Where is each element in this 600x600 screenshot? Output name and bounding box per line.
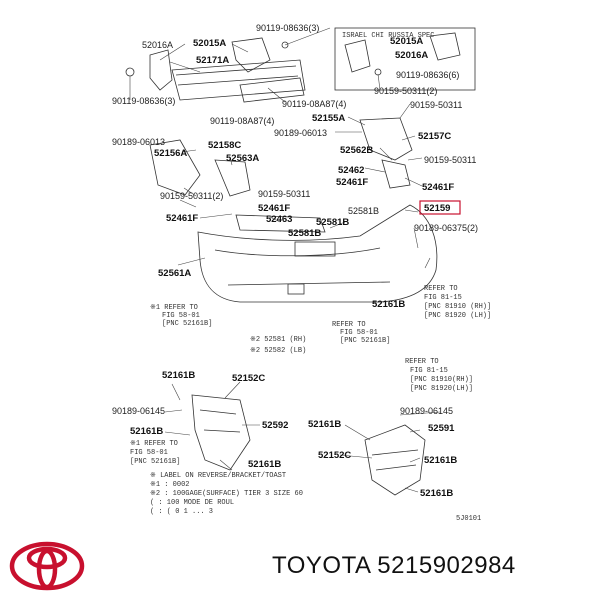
refer-note-3-line2: FIG 58-01: [340, 329, 378, 337]
label-52563a: 52563A: [226, 153, 259, 164]
label-52016a-inset: 52016A: [395, 50, 428, 61]
legend-line-4: ( : 100 MODE DE ROUL: [150, 499, 234, 507]
part-labels: 52016A 52015A 90119-08636(3) ISRAEL CHI …: [112, 23, 481, 523]
label-52158c: 52158C: [208, 140, 241, 151]
refer-note-1-line2: FIG 58-01: [162, 312, 200, 320]
lower-left-bracket-drawing: [191, 394, 251, 471]
label-52461f-b: 52461F: [422, 182, 454, 193]
label-90159-50311-d: 90159-50311(2): [160, 191, 223, 201]
refer-note-4-line1: ※1 REFER TO: [130, 440, 178, 448]
legend-line-2: ※1 : 0002: [150, 481, 189, 489]
label-90119-08636-6: 90119-08636(6): [396, 70, 459, 80]
refer-note-1-line1: ※1 REFER TO: [150, 304, 198, 312]
label-90119-08a87-4: 90119-08A87(4): [282, 99, 346, 109]
label-52152c-b: 52152C: [318, 450, 351, 461]
label-90119-08636-3-left: 90119-08636(3): [112, 96, 175, 106]
label-figure-id: 5J0101: [456, 515, 481, 523]
label-90119-08a87-4-b: 90119-08A87(4): [210, 116, 274, 126]
refer-note-3-line1: REFER TO: [332, 321, 366, 329]
label-52161b-g: 52161B: [130, 426, 163, 437]
label-90159-50311-a: 90159-50311: [410, 100, 462, 110]
label-90189-06375-2: 90189-06375(2): [414, 223, 478, 233]
label-52159-highlighted: 52159: [424, 203, 450, 214]
label-52461f-d: 52461F: [166, 213, 198, 224]
side-retainer-drawing: [149, 117, 413, 197]
label-52461f-a: 52461F: [336, 177, 368, 188]
label-90159-50311-2: 90159-50311(2): [374, 86, 437, 96]
label-52591: 52591: [428, 423, 455, 434]
label-52171a: 52171A: [196, 55, 229, 66]
label-52161b-a: 52161B: [372, 299, 405, 310]
label-90189-06013: 90189-06013: [274, 128, 327, 138]
lower-right-bracket-drawing: [364, 424, 426, 496]
label-52581b-a: 52581B: [348, 206, 379, 216]
toyota-logo: [9, 541, 85, 591]
label-52581b-b: 52581B: [316, 217, 349, 228]
label-52161b-d: 52161B: [424, 455, 457, 466]
label-52015a: 52015A: [193, 38, 226, 49]
refer-note-4-line3: [PNC 52161B]: [130, 458, 180, 466]
leader-lines: [129, 27, 441, 493]
label-52016a: 52016A: [142, 40, 173, 50]
refer-note-5-line4: [PNC 81920(LH)]: [410, 385, 473, 393]
spec-inset: [334, 27, 476, 91]
label-52156a: 52156A: [154, 148, 187, 159]
label-52462: 52462: [338, 165, 364, 176]
label-90159-50311-c: 90159-50311: [258, 189, 310, 199]
label-52161b-e: 52161B: [248, 459, 281, 470]
label-52161b-c: 52161B: [308, 419, 341, 430]
label-52592: 52592: [262, 420, 288, 431]
refer-note-5-line2: FIG 81-15: [410, 367, 448, 375]
lb-note: ※2 52582 (LB): [250, 347, 306, 355]
label-52463: 52463: [266, 214, 292, 225]
label-90189-06013-left: 90189-06013: [112, 137, 165, 147]
label-52461f-c: 52461F: [258, 203, 290, 214]
legend-line-1: ※ LABEL ON REVERSE/BRACKET/TOAST: [150, 472, 286, 480]
label-90159-50311-b: 90159-50311: [424, 155, 476, 165]
label-90189-06145-b: 90189-06145: [400, 406, 453, 416]
highlight-box: [419, 200, 461, 215]
bumper-cover-drawing: [197, 204, 438, 303]
label-52157c: 52157C: [418, 131, 451, 142]
label-spec-inset: ISRAEL CHI RUSSIA SPEC: [342, 32, 434, 40]
refer-note-5-line1: REFER TO: [405, 358, 439, 366]
refer-note-5-line3: [PNC 81910(RH)]: [410, 376, 473, 384]
label-90189-06145-a: 90189-06145: [112, 406, 165, 416]
refer-note-2-line4: [PNC 81920 (LH)]: [424, 312, 491, 320]
label-52161b-b: 52161B: [162, 370, 195, 381]
upper-retainer-drawing: [125, 37, 306, 103]
label-52561a: 52561A: [158, 268, 191, 279]
refer-note-2-line1: REFER TO: [424, 285, 458, 293]
refer-note-3-line3: [PNC 52161B]: [340, 337, 390, 345]
reference-notes: ※1 REFER TO FIG 58-01 [PNC 52161B] REFER…: [130, 285, 491, 516]
part-caption: TOYOTA 5215902984: [272, 552, 516, 579]
label-52155a: 52155A: [312, 113, 345, 124]
refer-note-4-line2: FIG 58-01: [130, 449, 168, 457]
legend-line-5: ( : ( 0 1 ... 3: [150, 508, 213, 516]
refer-note-2-line3: [PNC 81910 (RH)]: [424, 303, 491, 311]
legend-line-3: ※2 : 100GAGE(SURFACE) TIER 3 SIZE 60: [150, 490, 303, 498]
label-52161b-f: 52161B: [420, 488, 453, 499]
label-90119-08636-3: 90119-08636(3): [256, 23, 319, 33]
label-52581b-c: 52581B: [288, 228, 321, 239]
refer-note-1-line3: [PNC 52161B]: [162, 320, 212, 328]
rh-note: ※2 52581 (RH): [250, 336, 306, 344]
label-52015a-inset: 52015A: [390, 36, 423, 47]
refer-note-2-line2: FIG 81-15: [424, 294, 462, 302]
label-52562b: 52562B: [340, 145, 373, 156]
label-52152c-a: 52152C: [232, 373, 265, 384]
